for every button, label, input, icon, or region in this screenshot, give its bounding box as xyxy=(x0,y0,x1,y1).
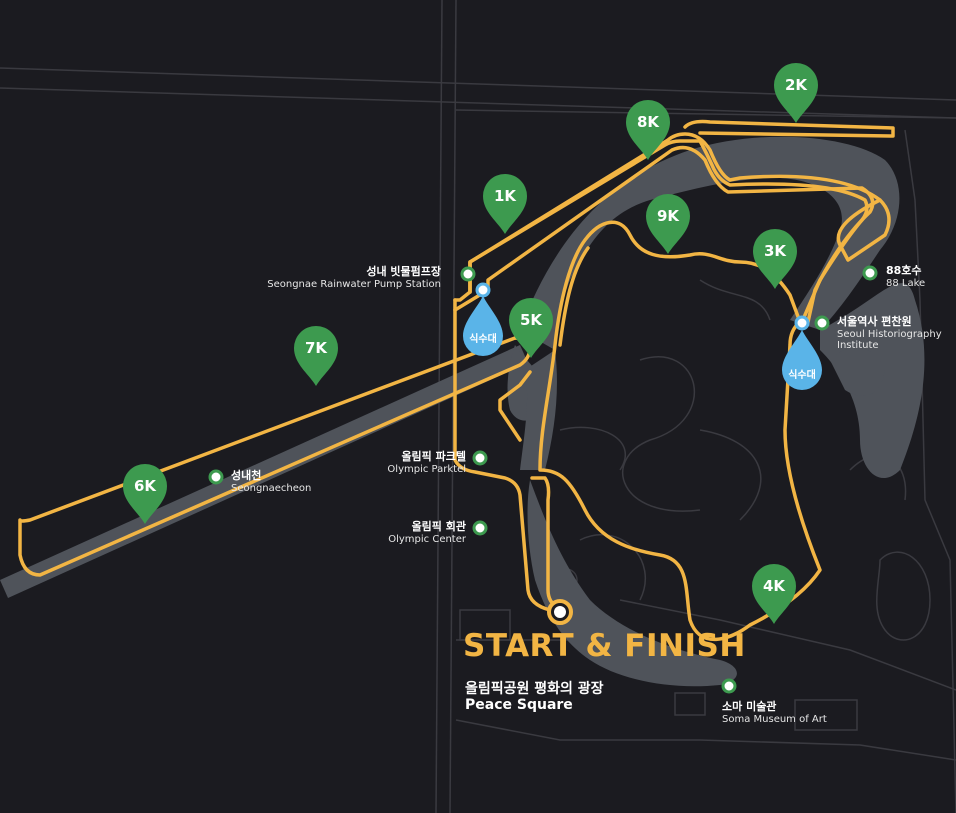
km-marker-5k[interactable]: 5K xyxy=(509,298,553,358)
km-marker-1k[interactable]: 1K xyxy=(483,174,527,234)
poi-seongnaecheon: 성내천 Seongnaecheon xyxy=(231,469,312,494)
poi-dot-historiography xyxy=(814,315,830,331)
poi-pump-station-en: Seongnae Rainwater Pump Station xyxy=(267,278,441,290)
poi-parktel-en: Olympic Parktel xyxy=(387,463,466,475)
km-marker-4k-label: 4K xyxy=(763,577,786,595)
poi-88-lake-en: 88 Lake xyxy=(886,277,926,289)
km-marker-6k[interactable]: 6K xyxy=(123,464,167,524)
km-marker-7k[interactable]: 7K xyxy=(294,326,338,386)
water-station-2[interactable]: 식수대 xyxy=(782,315,822,390)
poi-olympic-center: 올림픽 회관 Olympic Center xyxy=(388,520,466,545)
poi-88-lake-ko: 88호수 xyxy=(886,264,922,277)
poi-historiography-ko: 서울역사 편찬원 xyxy=(837,315,912,328)
start-finish-ko: 올림픽공원 평화의 광장 xyxy=(465,681,604,697)
park-water xyxy=(507,136,925,687)
km-marker-5k-label: 5K xyxy=(520,311,543,329)
km-marker-2k[interactable]: 2K xyxy=(774,63,818,123)
water-station-1-label: 식수대 xyxy=(469,332,497,345)
water-station-1[interactable]: 식수대 xyxy=(463,282,503,356)
km-marker-1k-label: 1K xyxy=(494,187,517,205)
poi-dot-seongnaecheon xyxy=(208,469,224,485)
poi-dot-olympic-center xyxy=(472,520,488,536)
poi-pump-station: 성내 빗물펌프장 Seongnae Rainwater Pump Station xyxy=(267,265,441,290)
water-station-2-label: 식수대 xyxy=(788,368,816,381)
start-finish-title: START & FINISH xyxy=(463,628,746,664)
poi-parktel: 올림픽 파크텔 Olympic Parktel xyxy=(387,450,466,475)
poi-olympic-center-en: Olympic Center xyxy=(388,533,466,545)
poi-dots xyxy=(208,265,878,694)
km-marker-9k[interactable]: 9K xyxy=(646,194,690,254)
poi-88-lake: 88호수 88 Lake xyxy=(886,264,926,289)
km-marker-4k[interactable]: 4K xyxy=(752,564,796,624)
running-route xyxy=(18,119,895,642)
km-marker-7k-label: 7K xyxy=(305,339,328,357)
poi-dot-parktel xyxy=(472,450,488,466)
km-marker-8k-label: 8K xyxy=(637,113,660,131)
km-marker-6k-label: 6K xyxy=(134,477,157,495)
poi-historiography: 서울역사 편찬원 Seoul Historiography Institute xyxy=(837,315,942,352)
poi-dot-pump-station xyxy=(460,266,476,282)
km-marker-3k-label: 3K xyxy=(764,242,787,260)
km-marker-3k[interactable]: 3K xyxy=(753,229,797,289)
poi-seongnaecheon-ko: 성내천 xyxy=(231,469,262,482)
poi-soma-en: Soma Museum of Art xyxy=(722,713,827,725)
km-marker-2k-label: 2K xyxy=(785,76,808,94)
poi-dot-soma xyxy=(721,678,737,694)
poi-historiography-en: Seoul Historiography xyxy=(837,328,942,340)
poi-parktel-ko: 올림픽 파크텔 xyxy=(401,450,466,463)
km-marker-9k-label: 9K xyxy=(657,207,680,225)
poi-dot-88-lake xyxy=(862,265,878,281)
poi-olympic-center-ko: 올림픽 회관 xyxy=(411,520,466,533)
start-finish-en: Peace Square xyxy=(465,697,573,713)
poi-soma-ko: 소마 미술관 xyxy=(722,700,777,713)
poi-pump-station-ko: 성내 빗물펌프장 xyxy=(366,265,441,278)
poi-soma: 소마 미술관 Soma Museum of Art xyxy=(722,700,827,725)
km-marker-8k[interactable]: 8K xyxy=(626,100,670,160)
poi-seongnaecheon-en: Seongnaecheon xyxy=(231,482,312,494)
poi-historiography-en2: Institute xyxy=(837,340,879,352)
